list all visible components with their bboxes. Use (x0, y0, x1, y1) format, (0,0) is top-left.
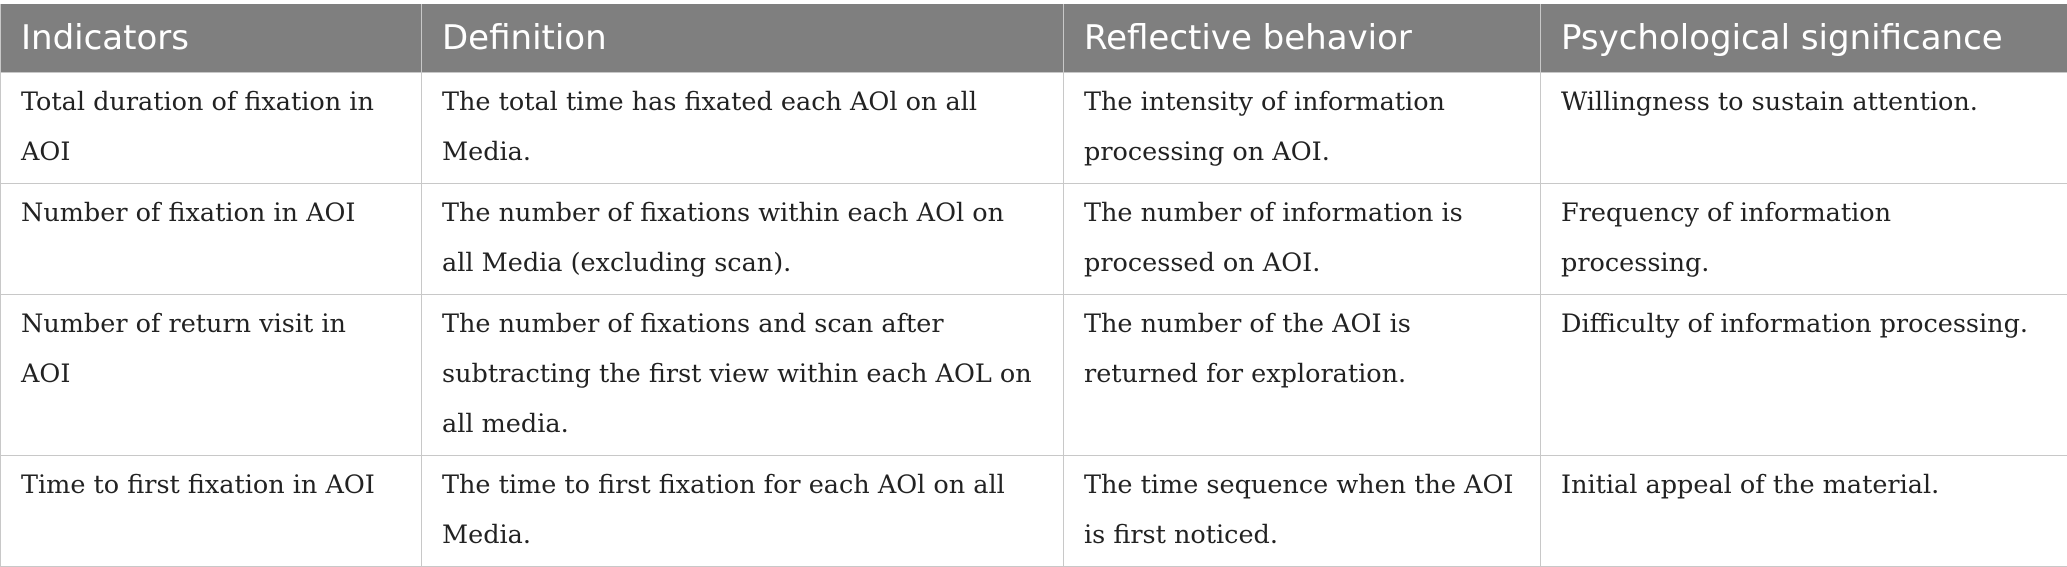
table-row: Number of fixation in AOI The number of … (1, 183, 2067, 294)
table-row: Total duration of fixation in AOI The to… (1, 72, 2067, 183)
cell-indicator: Number of return visit in AOI (1, 294, 422, 455)
cell-reflective-behavior: The time sequence when the AOI is first … (1064, 455, 1541, 566)
cell-psychological-significance: Willingness to sustain attention. (1541, 72, 2067, 183)
table-body: Total duration of fixation in AOI The to… (1, 72, 2067, 566)
cell-reflective-behavior: The number of the AOI is returned for ex… (1064, 294, 1541, 455)
cell-indicator: Total duration of fixation in AOI (1, 72, 422, 183)
header-reflective-behavior: Reflective behavior (1064, 4, 1541, 72)
cell-definition: The number of fixations and scan after s… (422, 294, 1064, 455)
table-row: Number of return visit in AOI The number… (1, 294, 2067, 455)
indicators-table-container: Indicators Definition Reflective behavio… (0, 4, 2067, 567)
header-definition: Definition (422, 4, 1064, 72)
cell-indicator: Time to first fixation in AOI (1, 455, 422, 566)
cell-reflective-behavior: The number of information is processed o… (1064, 183, 1541, 294)
indicators-table: Indicators Definition Reflective behavio… (0, 4, 2067, 567)
cell-psychological-significance: Frequency of information processing. (1541, 183, 2067, 294)
header-indicators: Indicators (1, 4, 422, 72)
header-psychological-significance: Psychological significance (1541, 4, 2067, 72)
cell-psychological-significance: Initial appeal of the material. (1541, 455, 2067, 566)
table-row: Time to first fixation in AOI The time t… (1, 455, 2067, 566)
table-header: Indicators Definition Reflective behavio… (1, 4, 2067, 72)
cell-indicator: Number of fixation in AOI (1, 183, 422, 294)
cell-reflective-behavior: The intensity of information processing … (1064, 72, 1541, 183)
cell-definition: The number of fixations within each AOl … (422, 183, 1064, 294)
header-row: Indicators Definition Reflective behavio… (1, 4, 2067, 72)
cell-definition: The time to first fixation for each AOl … (422, 455, 1064, 566)
cell-psychological-significance: Difficulty of information processing. (1541, 294, 2067, 455)
cell-definition: The total time has fixated each AOl on a… (422, 72, 1064, 183)
